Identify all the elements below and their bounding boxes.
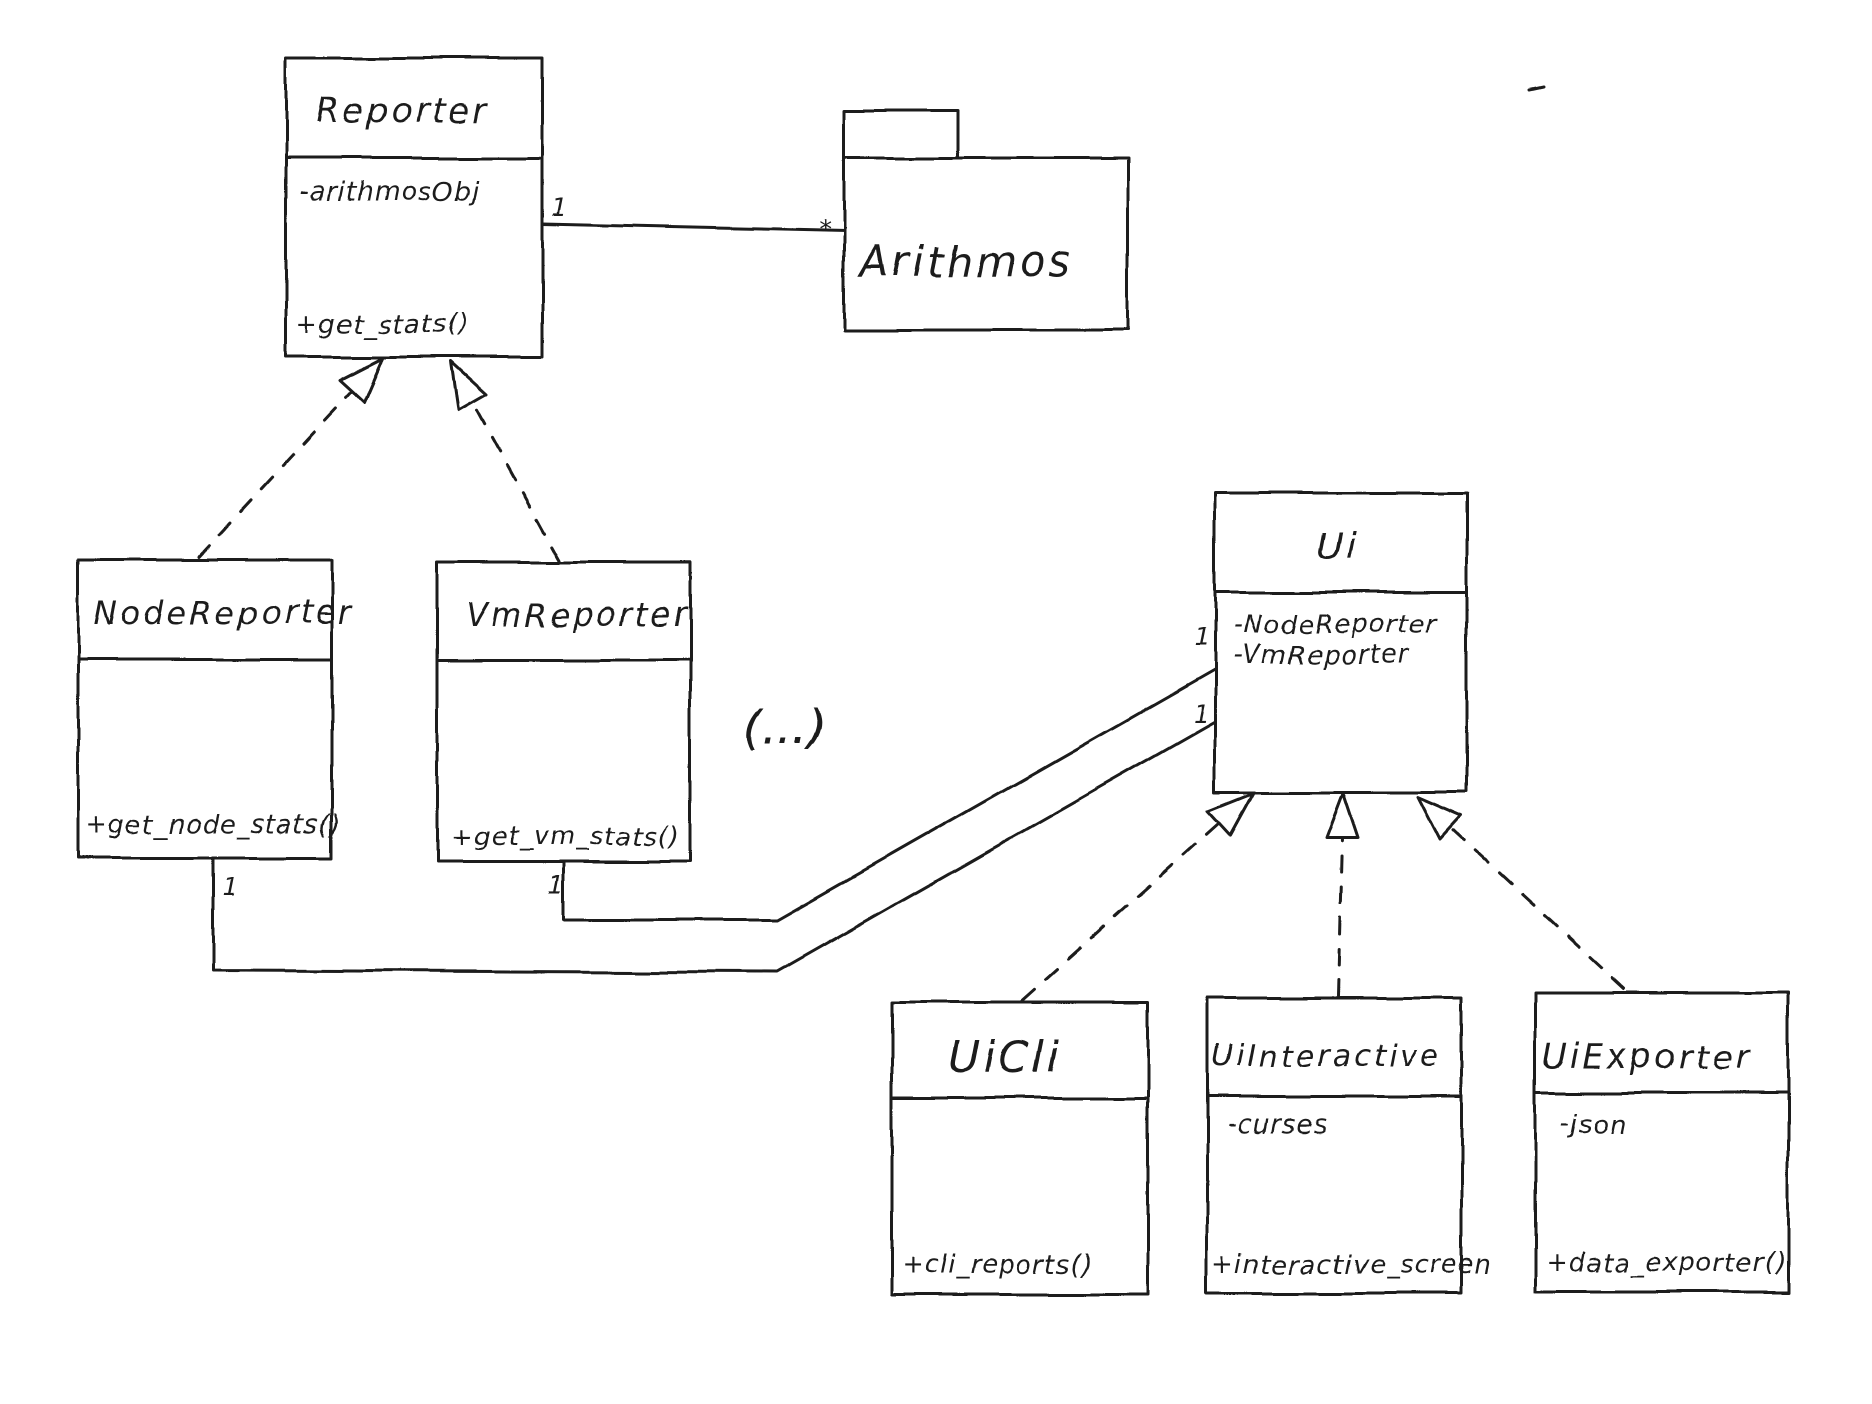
class-vmreporter-method: +get_vm_stats()	[450, 822, 680, 852]
diagram-text: Reporter -arithmosObj +get_stats() Arith…	[86, 91, 1787, 1280]
class-ui-attribute-nodereporter: -NodeReporter	[1233, 610, 1439, 640]
class-uiexporter-box	[1533, 991, 1790, 1294]
generalization-vmreporter-reporter-line	[471, 400, 562, 562]
class-ui-box	[1213, 491, 1469, 794]
generalization-uiexporter-ui-line	[1449, 826, 1627, 991]
association-vmreporter-ui-line	[561, 668, 1217, 922]
generalization-nodereporter-reporter-line	[196, 389, 354, 559]
class-uiexporter-method: +data_exporter()	[1546, 1248, 1787, 1278]
association-reporter-arithmos-line	[540, 222, 848, 233]
class-uiinteractive-name: UiInteractive	[1211, 1039, 1442, 1074]
package-arithmos-tab	[842, 109, 960, 160]
multiplicity-ui-side-upper: 1	[1194, 623, 1210, 652]
class-nodereporter-method: +get_node_stats()	[86, 810, 342, 840]
multiplicity-reporter-side: 1	[551, 193, 567, 222]
class-ui-name: Ui	[1316, 526, 1358, 567]
multiplicity-nodereporter-side: 1	[222, 873, 238, 902]
class-uiinteractive-attribute: -curses	[1227, 1110, 1328, 1140]
generalization-uiinteractive-ui-line	[1336, 836, 1344, 998]
generalization-arrowhead-reporter-left	[338, 356, 385, 404]
generalization-arrowhead-ui-right	[1416, 795, 1464, 842]
package-arithmos	[842, 109, 1130, 332]
multiplicity-arithmos-side: *	[818, 215, 831, 244]
class-vmreporter-box	[435, 560, 692, 864]
class-reporter-box	[284, 56, 544, 359]
ellipsis-label: (...)	[743, 700, 826, 756]
class-uiexporter-name: UiExporter	[1542, 1037, 1753, 1077]
class-vmreporter	[435, 560, 692, 864]
class-nodereporter-box	[76, 558, 334, 860]
class-reporter-name: Reporter	[316, 91, 489, 131]
class-reporter-attribute: -arithmosObj	[299, 177, 480, 207]
class-ui	[1213, 491, 1469, 794]
multiplicity-vmreporter-side: 1	[548, 870, 564, 899]
class-uicli-name: UiCli	[948, 1032, 1063, 1083]
multiplicity-ui-side-lower: 1	[1193, 700, 1209, 729]
class-uiinteractive-method: +interactive_screen	[1212, 1250, 1492, 1280]
class-ui-attribute-vmreporter: -VmReporter	[1233, 641, 1411, 671]
class-uiinteractive	[1205, 996, 1464, 1295]
generalization-arrowhead-reporter-right	[450, 360, 489, 412]
class-uicli-box	[890, 1000, 1150, 1297]
class-uicli	[890, 1000, 1150, 1297]
relationships	[196, 85, 1627, 1002]
class-nodereporter-name: NodeReporter	[94, 594, 354, 632]
class-reporter-method: +get_stats()	[296, 310, 469, 340]
generalization-arrowhead-ui-middle	[1324, 791, 1360, 840]
class-vmreporter-name: VmReporter	[466, 596, 689, 634]
class-uicli-method: +cli_reports()	[902, 1250, 1093, 1280]
generalization-arrowhead-ui-left	[1206, 791, 1255, 837]
generalization-uicli-ui-line	[1020, 821, 1221, 1002]
stray-pen-mark	[1527, 85, 1545, 92]
package-arithmos-name: Arithmos	[857, 237, 1073, 286]
association-nodereporter-ui-line	[211, 720, 1217, 974]
class-nodereporter	[76, 558, 334, 860]
class-uiinteractive-box	[1205, 996, 1464, 1295]
class-uiexporter	[1533, 991, 1790, 1294]
class-reporter	[284, 56, 544, 359]
class-uiexporter-attribute: -json	[1560, 1110, 1628, 1140]
class-boxes	[76, 56, 1790, 1297]
package-arithmos-body	[842, 156, 1130, 332]
